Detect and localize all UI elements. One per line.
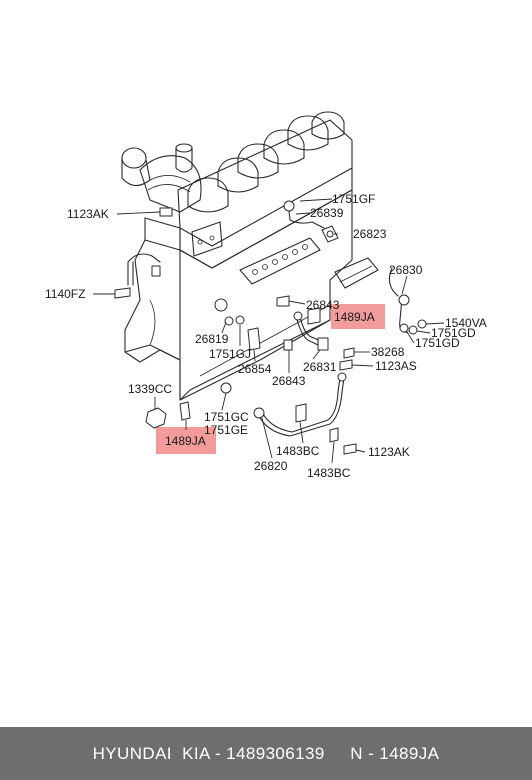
label-1751gf: 1751GF [332,192,375,206]
turbocharger [121,143,202,213]
label-1483bc-a: 1483BC [276,444,320,458]
label-1140fz: 1140FZ [45,287,85,301]
footer-text: HYUNDAI KIA - 1489306139 N - 1489JA [92,743,440,763]
label-26820: 26820 [254,459,288,473]
highlight-box-right [331,304,385,329]
label-1540va: 1540VA [445,316,487,330]
parts [114,200,427,455]
parts-diagram: 1123AK 1751GF 26839 26823 1140FZ 26830 2… [45,111,487,480]
label-26854: 26854 [238,362,272,376]
engine-block [121,111,379,401]
label-26823: 26823 [353,227,387,241]
label-1751gd-a: 1751GD [431,326,476,340]
label-1751gj: 1751GJ [209,347,251,361]
footer-bar: HYUNDAI KIA - 1489306139 N - 1489JA [0,727,532,780]
label-1123as: 1123AS [375,359,417,373]
label-1483bc-b: 1483BC [307,466,351,480]
highlight-box-left [156,427,216,454]
label-26831: 26831 [303,360,337,374]
manifold-rail [239,237,321,285]
label-1123ak-bottom: 1123AK [368,445,410,459]
label-26843-upper: 26843 [306,298,340,312]
label-1339cc: 1339CC [128,382,172,396]
label-1489ja-right: 1489JA [334,310,375,324]
label-26830: 26830 [389,263,423,277]
label-1751gc: 1751GC [204,410,249,424]
valve-cover-bumps [187,111,345,213]
part-labels: 1123AK 1751GF 26839 26823 1140FZ 26830 2… [45,192,487,480]
label-26843-lower: 26843 [272,374,306,388]
label-1123ak-top: 1123AK [67,207,109,221]
label-1751ge: 1751GE [204,423,248,437]
label-1751gd-b: 1751GD [415,336,460,350]
label-26819: 26819 [195,332,229,346]
label-1489ja-left: 1489JA [165,434,206,448]
label-38268: 38268 [371,345,405,359]
label-26839: 26839 [310,206,344,220]
leader-lines [93,198,445,464]
